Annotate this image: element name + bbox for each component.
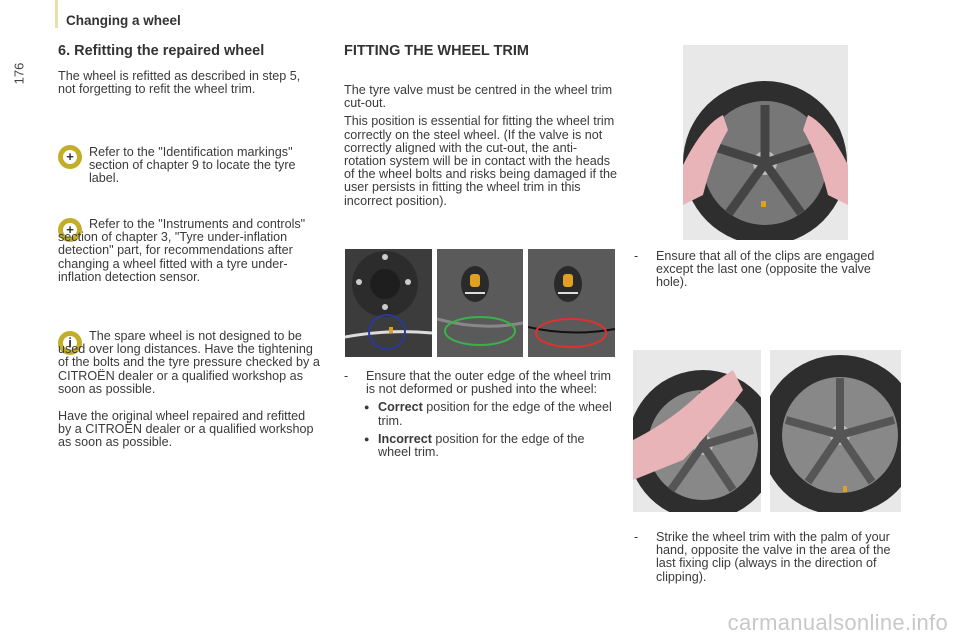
info-repair: Have the original wheel repaired and ref… <box>58 409 314 450</box>
refit-heading: 6. Refitting the repaired wheel <box>58 43 265 59</box>
paragraph: This position is essential for fitting t… <box>344 114 618 208</box>
fitted-trim-image <box>770 350 901 512</box>
strike-trim-image <box>633 350 761 512</box>
refit-intro: The wheel is refitted as described in st… <box>58 69 301 97</box>
correct-text: position for the edge of the wheel trim. <box>378 400 612 428</box>
valve-centred-text: The tyre valve must be centred in the wh… <box>344 83 619 213</box>
page-number: 176 <box>11 62 27 85</box>
wheel-trim-heading: FITTING THE WHEEL TRIM <box>344 43 529 59</box>
clips-step: -Ensure that all of the clips are engage… <box>634 249 894 290</box>
incorrect-label: Incorrect <box>378 431 432 446</box>
valve-alignment-image <box>345 249 432 357</box>
incorrect-edge-image <box>528 249 615 357</box>
outer-edge-step: -Ensure that the outer edge of the wheel… <box>344 369 619 460</box>
watermark: carmanualsonline.info <box>727 610 948 635</box>
correct-edge-image <box>437 249 523 357</box>
info-spare-wheel: The spare wheel is not designed to be us… <box>58 329 320 396</box>
section-title: Changing a wheel <box>66 13 181 28</box>
strike-step: -Strike the wheel trim with the palm of … <box>634 530 909 584</box>
plus-icon: + <box>58 145 82 169</box>
incorrect-text: position for the edge of the wheel trim. <box>378 431 585 460</box>
correct-label: Correct <box>378 400 423 415</box>
plus-icon: + <box>58 218 82 242</box>
clips-engaged-image <box>683 45 848 240</box>
note-instruments: Refer to the "Instruments and controls" … <box>58 217 306 284</box>
step-text: Ensure that the outer edge of the wheel … <box>366 369 612 397</box>
header-bar <box>55 0 58 28</box>
step-text: Strike the wheel trim with the palm of y… <box>656 530 891 584</box>
note-identification: Refer to the "Identification markings" s… <box>89 145 296 186</box>
info-icon: i <box>58 331 82 355</box>
step-text: Ensure that all of the clips are engaged… <box>656 249 875 290</box>
paragraph: The tyre valve must be centred in the wh… <box>344 83 613 111</box>
